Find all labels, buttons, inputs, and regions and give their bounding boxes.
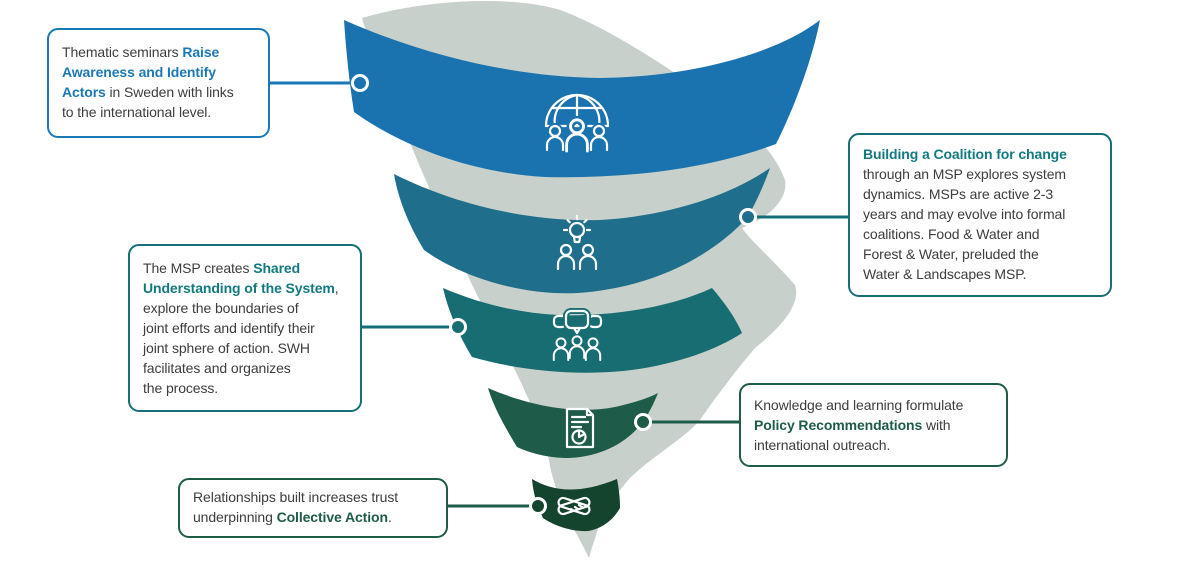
funnel-band-building-coalition [394,168,770,294]
funnel-band-raise-awareness [344,20,820,178]
connector-dot-policy-recommendations [634,413,652,431]
funnel-band-shared-understanding [443,288,742,373]
idea-people-icon [556,214,598,271]
report-icon [565,407,595,449]
connector-dot-building-coalition [739,208,757,226]
funnel-band-collective-action [532,479,620,532]
discussion-people-icon [552,308,603,361]
connector-dot-raise-awareness [351,74,369,92]
connector-dot-collective-action [529,497,547,515]
handshake-icon [557,496,591,516]
globe-people-icon [546,93,608,151]
connector-dot-shared-understanding [449,318,467,336]
